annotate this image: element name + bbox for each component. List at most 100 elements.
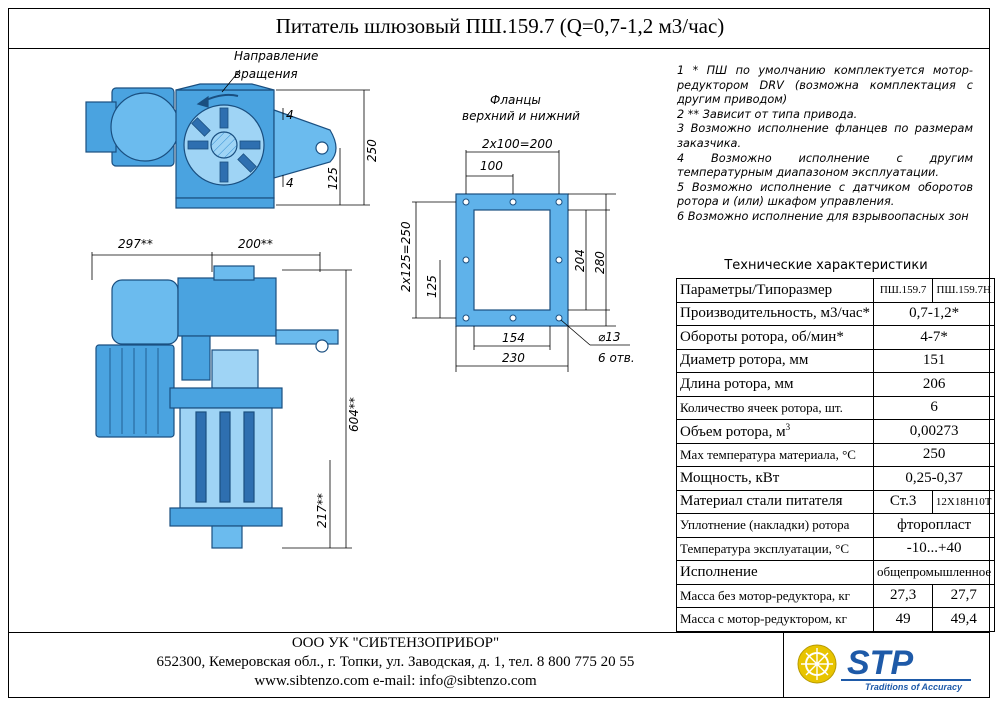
top-view-dimensions [221, 69, 370, 206]
dim-4-top: 4 [286, 108, 294, 122]
note-2: 2 ** Зависит от типа привода. [677, 107, 858, 121]
dim-604: 604** [347, 397, 361, 432]
dim-125-top: 125 [326, 167, 340, 190]
row-value-model-2: 12Х18Н10Т [932, 489, 996, 514]
row-value-model-2: 49,4 [932, 607, 996, 632]
dim-100: 100 [480, 159, 503, 173]
stp-logo: STP Traditions of Accuracy [797, 644, 971, 692]
row-param: Диаметр ротора, мм [675, 348, 875, 373]
label-rotation-1: Направление [234, 49, 318, 63]
header-model-1: ПШ.159.7 [873, 278, 934, 303]
title-divider [8, 48, 990, 49]
row-param: Температура эксплуатации, °С [675, 536, 875, 561]
motor-body [95, 344, 175, 438]
row-param: Материал стали питателя [675, 489, 875, 514]
dim-154: 154 [502, 331, 525, 345]
row-param: Обороты ротора, об/мин* [675, 325, 875, 350]
row-value: -10...+40 [873, 536, 996, 561]
bottom-flange [169, 507, 283, 527]
table-row: Количество ячеек ротора, шт.6 [675, 395, 996, 420]
dim-125-flange: 125 [425, 275, 439, 298]
header-model-2: ПШ.159.7Н [932, 278, 996, 303]
row-param: Исполнение [675, 560, 875, 585]
note-5: 5 Возможно исполнение с датчиком оборото… [677, 180, 973, 209]
note-4: 4 Возможно исполнение с другим температу… [677, 151, 973, 180]
dim-2x125: 2х125=250 [399, 221, 413, 292]
dim-hole-diameter: ⌀13 [598, 330, 621, 344]
table-row: Температура эксплуатации, °С-10...+40 [675, 536, 996, 561]
top-view-drawing [85, 83, 337, 209]
row-value: 0,7-1,2* [873, 301, 996, 326]
row-param: Объем ротора, м3 [675, 419, 875, 444]
note-6: 6 Возможно исполнение для взрывоопасных … [677, 209, 969, 223]
dim-4-bottom: 4 [286, 176, 294, 190]
row-value-model-1: 27,3 [873, 583, 934, 608]
row-value: 250 [873, 442, 996, 467]
company-info: ООО УК "СИБТЕНЗОПРИБОР" 652300, Кемеровс… [8, 634, 783, 691]
label-rotation-2: вращения [234, 67, 298, 81]
dimension-labels: Направление вращения Фланцы верхний и ни… [118, 49, 635, 528]
flange-dimensions [412, 150, 630, 372]
row-value: фторопласт [873, 513, 996, 538]
row-param: Мощность, кВт [675, 466, 875, 491]
footer-vertical-divider [783, 632, 784, 698]
row-value: 206 [873, 372, 996, 397]
row-param-sup: 3 [785, 421, 791, 432]
row-value: 4-7* [873, 325, 996, 350]
table-row: Производительность, м3/час*0,7-1,2* [675, 301, 996, 326]
dim-230: 230 [502, 351, 525, 365]
torque-arm [273, 109, 337, 179]
row-param: Длина ротора, мм [675, 372, 875, 397]
top-flange [169, 387, 283, 409]
rotor-shaft [210, 131, 238, 159]
row-value: 0,00273 [873, 419, 996, 444]
row-param: Масса без мотор-редуктора, кг [675, 583, 875, 608]
row-value: 151 [873, 348, 996, 373]
row-param: Уплотнение (накладки) ротора [675, 513, 875, 538]
tech-table: Параметры/Типоразмер ПШ.159.7 ПШ.159.7Н … [675, 278, 996, 632]
table-row: Обороты ротора, об/мин*4-7* [675, 325, 996, 350]
row-param: Масса с мотор-редуктором, кг [675, 607, 875, 632]
dim-hole-count: 6 отв. [598, 351, 635, 365]
motor-flange-top [110, 92, 180, 162]
dim-280: 280 [593, 251, 607, 274]
torque-arm-front [275, 329, 339, 345]
dim-217: 217** [315, 493, 329, 528]
logo-text: STP [847, 644, 913, 682]
tech-table-title: Технические характеристики [724, 258, 928, 273]
page-title: Питатель шлюзовый ПШ.159.7 (Q=0,7-1,2 м3… [275, 14, 725, 38]
row-value-model-2: 27,7 [932, 583, 996, 608]
row-param: Количество ячеек ротора, шт. [675, 395, 875, 420]
dim-200: 200** [238, 237, 273, 251]
row-value-model-1: Ст.3 [873, 489, 934, 514]
footer-divider [8, 632, 990, 633]
row-value: 6 [873, 395, 996, 420]
header-param: Параметры/Типоразмер [675, 278, 875, 303]
note-3: 3 Возможно исполнение фланцев по размера… [677, 122, 973, 150]
row-value-model-1: 49 [873, 607, 934, 632]
label-flanges-2: верхний и нижний [462, 109, 580, 123]
dim-297: 297** [118, 237, 153, 251]
row-param: Max температура материала, °С [675, 442, 875, 467]
notes-block: 1 * ПШ по умолчанию комплектуется мотор-… [677, 64, 973, 225]
gearbox-1 [111, 279, 179, 345]
front-view-drawing [95, 265, 339, 549]
row-param-text: Объем ротора, м [680, 423, 786, 440]
dim-250: 250 [365, 139, 379, 162]
row-param: Производительность, м3/час* [675, 301, 875, 326]
front-view-dimensions [91, 252, 352, 549]
row-value: общепромышленное [873, 560, 996, 585]
table-header-row: Параметры/Типоразмер ПШ.159.7 ПШ.159.7Н [675, 278, 996, 303]
flange-drawing [455, 193, 569, 327]
